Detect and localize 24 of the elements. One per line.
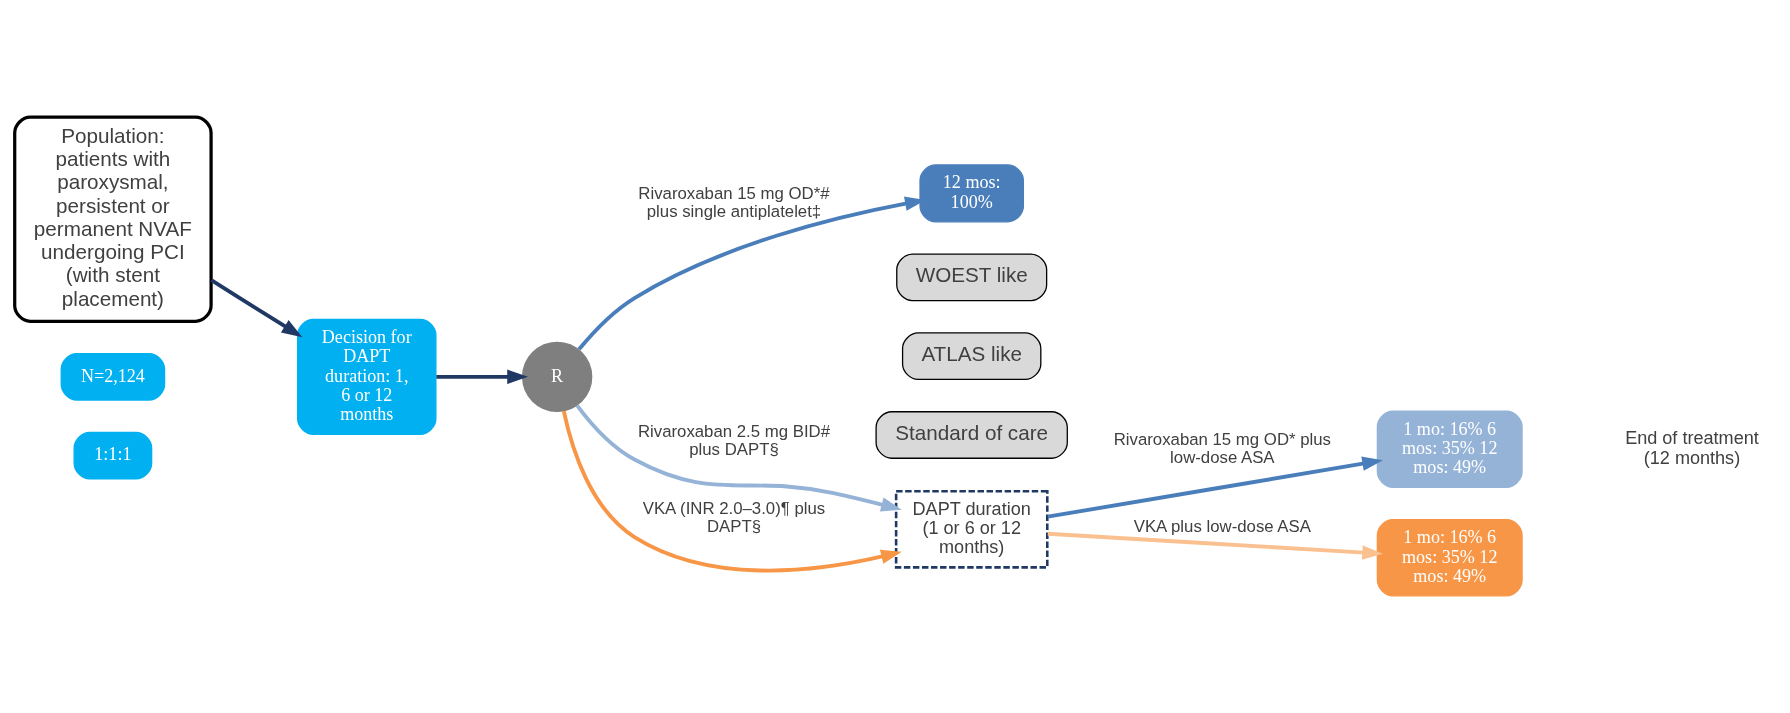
node-box: 1 mo: 16% 6 mos: 35% 12 mos: 49% bbox=[1376, 410, 1523, 488]
node-box: 1:1:1 bbox=[73, 431, 153, 480]
node-box: Decision for DAPT duration: 1, 6 or 12 months bbox=[297, 318, 437, 435]
node-box: WOEST like bbox=[896, 253, 1048, 302]
node-circle: R bbox=[521, 341, 593, 413]
label: End of treatment (12 months) bbox=[1625, 428, 1759, 468]
node-box: Population: patients with paroxysmal, persistent or permanent NVAF undergoing PCI (with stent placement) bbox=[13, 115, 213, 323]
node-box: N=2,124 bbox=[60, 352, 166, 401]
node-box: 12 mos: 100% bbox=[919, 164, 1025, 223]
node-box: 1 mo: 16% 6 mos: 35% 12 mos: 49% bbox=[1376, 518, 1523, 597]
edge-label: VKA (INR 2.0–3.0)¶ plus DAPT§ bbox=[642, 499, 826, 537]
edge-label: VKA plus low-dose ASA bbox=[1133, 517, 1311, 537]
node-box: Standard of care bbox=[875, 411, 1068, 459]
edge-label: Rivaroxaban 15 mg OD* plus low-dose ASA bbox=[1113, 429, 1332, 467]
node-box: ATLAS like bbox=[901, 332, 1042, 381]
node-box: DAPT duration (1 or 6 or 12 months) bbox=[894, 489, 1049, 569]
arrow bbox=[1047, 456, 1383, 519]
arrow bbox=[210, 278, 303, 338]
arrow bbox=[1047, 531, 1384, 560]
arrow bbox=[436, 369, 528, 385]
arrow bbox=[575, 404, 902, 512]
edge-label: Rivaroxaban 2.5 mg BID# plus DAPT§ bbox=[637, 421, 831, 459]
arrow bbox=[561, 410, 902, 573]
edge-label: Rivaroxaban 15 mg OD*# plus single antiplatelet‡ bbox=[638, 184, 830, 222]
